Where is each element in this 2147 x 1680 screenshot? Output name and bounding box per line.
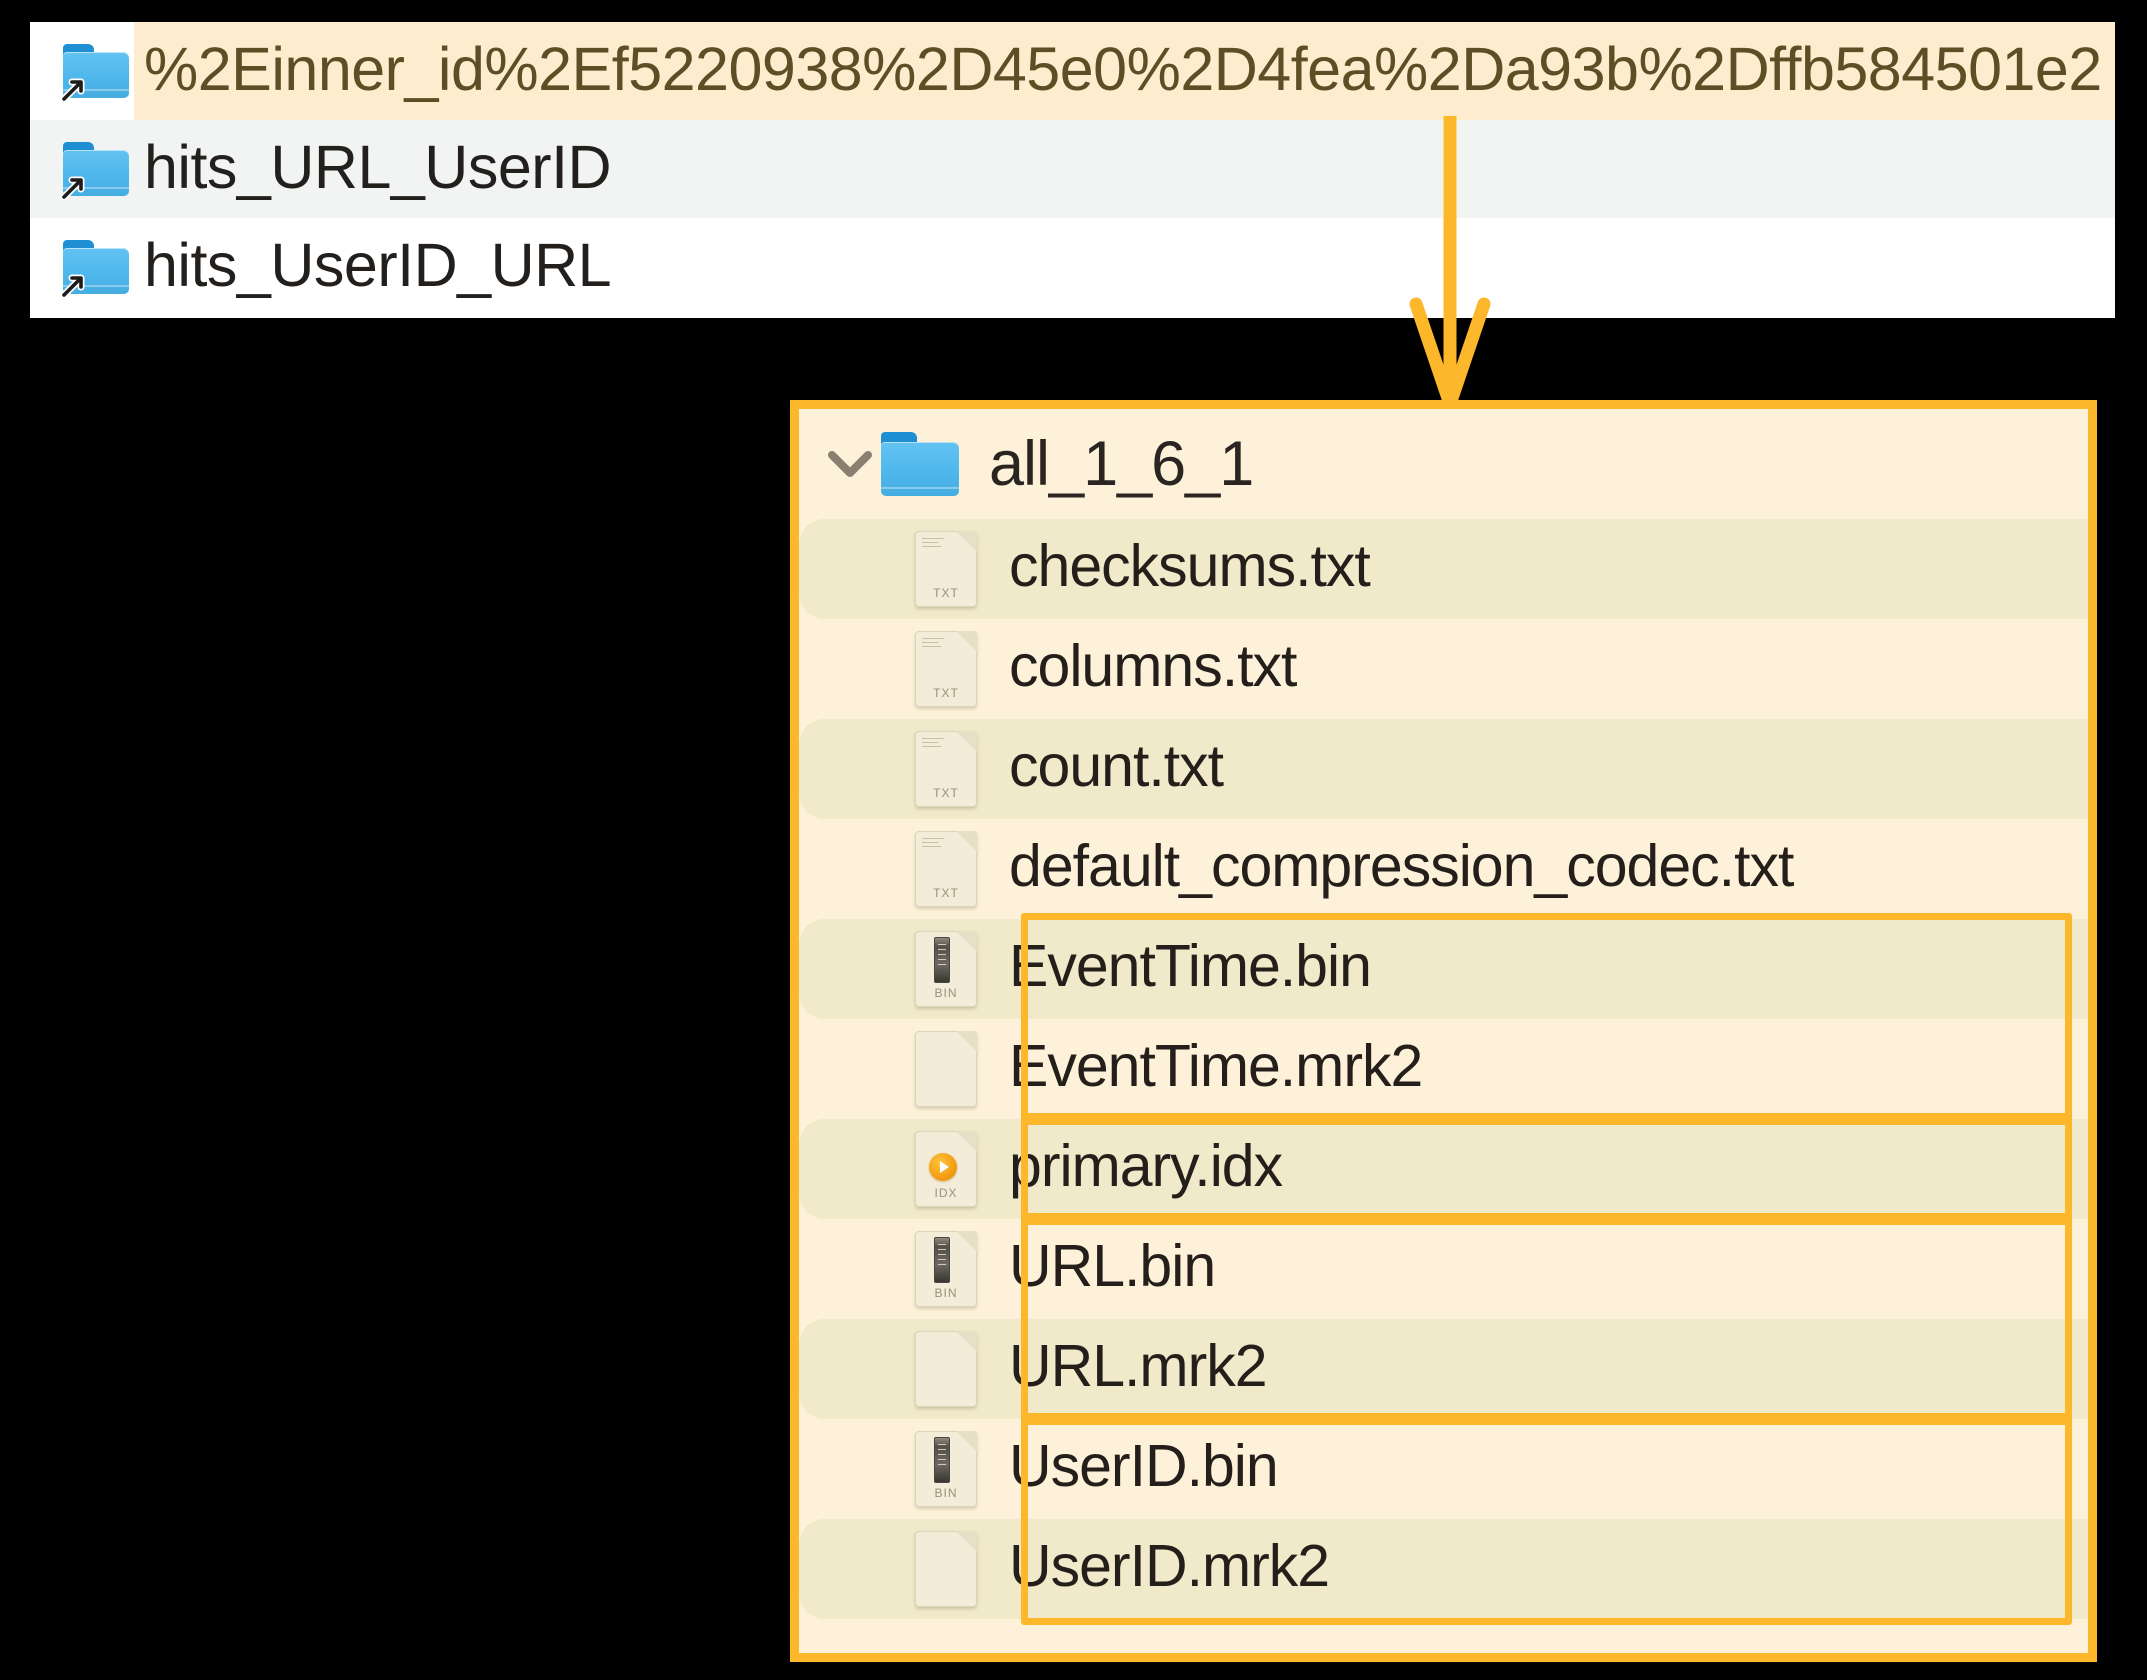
sibling-folder-list: %2Einner_id%2Ef5220938%2D45e0%2D4fea%2Da… [30, 22, 2115, 318]
row-stripe [799, 719, 2088, 819]
file-name: default_compression_codec.txt [1009, 832, 1794, 899]
file-row[interactable]: IDX primary.idx [799, 1119, 2088, 1219]
file-name: URL.bin [1009, 1232, 1216, 1299]
row-stripe [799, 919, 2088, 1019]
file-name: columns.txt [1009, 632, 1297, 699]
file-row[interactable]: TXT checksums.txt [799, 519, 2088, 619]
file-name: checksums.txt [1009, 532, 1371, 599]
file-name: URL.mrk2 [1009, 1332, 1268, 1399]
chevron-down-icon[interactable] [823, 449, 877, 479]
row-stripe [799, 1319, 2088, 1419]
text-file-icon: TXT [911, 531, 981, 607]
binary-file-icon: BIN [911, 1431, 981, 1507]
file-name: UserID.mrk2 [1009, 1532, 1330, 1599]
file-row[interactable]: EventTime.mrk2 [799, 1019, 2088, 1119]
list-item[interactable]: %2Einner_id%2Ef5220938%2D45e0%2D4fea%2Da… [30, 22, 2115, 120]
index-file-icon: IDX [911, 1131, 981, 1207]
file-name: UserID.bin [1009, 1432, 1279, 1499]
file-row[interactable]: BIN URL.bin [799, 1219, 2088, 1319]
row-stripe [799, 1219, 2088, 1319]
file-row[interactable]: TXT count.txt [799, 719, 2088, 819]
list-item[interactable]: hits_UserID_URL [30, 218, 2115, 316]
file-row[interactable]: URL.mrk2 [799, 1319, 2088, 1419]
folder-name: hits_URL_UserID [144, 132, 612, 201]
row-stripe [799, 519, 2088, 619]
row-stripe [799, 1119, 2088, 1219]
file-row[interactable]: UserID.mrk2 [799, 1519, 2088, 1619]
row-stripe [799, 619, 2088, 719]
file-row[interactable]: TXT columns.txt [799, 619, 2088, 719]
text-file-icon: TXT [911, 731, 981, 807]
file-row[interactable]: BIN EventTime.bin [799, 919, 2088, 1019]
blank-file-icon [911, 1031, 981, 1107]
file-row[interactable]: BIN UserID.bin [799, 1419, 2088, 1519]
directory-name: all_1_6_1 [989, 428, 1254, 499]
binary-file-icon: BIN [911, 1231, 981, 1307]
file-name: EventTime.mrk2 [1009, 1032, 1423, 1099]
folder-name: hits_UserID_URL [144, 230, 612, 299]
file-row[interactable]: TXT default_compression_codec.txt [799, 819, 2088, 919]
row-stripe [799, 1519, 2088, 1619]
folder-alias-icon [58, 142, 134, 201]
folder-alias-icon [58, 240, 134, 299]
row-stripe [799, 1019, 2088, 1119]
file-name: count.txt [1009, 732, 1224, 799]
binary-file-icon: BIN [911, 931, 981, 1007]
blank-file-icon [911, 1531, 981, 1607]
blank-file-icon [911, 1331, 981, 1407]
folder-alias-icon [58, 44, 134, 103]
list-item[interactable]: hits_URL_UserID [30, 120, 2115, 218]
text-file-icon: TXT [911, 831, 981, 907]
row-stripe [799, 1419, 2088, 1519]
directory-header[interactable]: all_1_6_1 [799, 409, 2088, 519]
file-name: EventTime.bin [1009, 932, 1372, 999]
folder-icon [881, 432, 959, 496]
file-name: primary.idx [1009, 1132, 1283, 1199]
folder-name: %2Einner_id%2Ef5220938%2D45e0%2D4fea%2Da… [144, 34, 2102, 103]
text-file-icon: TXT [911, 631, 981, 707]
down-arrow-annotation [1409, 116, 1491, 411]
row-highlight-background [134, 22, 2115, 120]
